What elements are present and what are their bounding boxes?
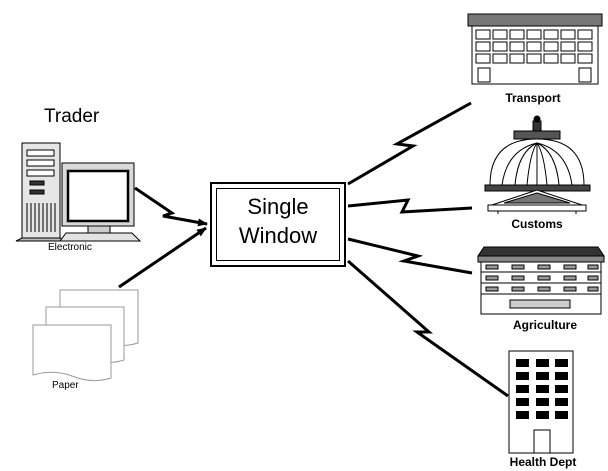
single-window-inner-border xyxy=(216,188,340,261)
paper-arrow xyxy=(118,226,207,289)
customs-building-icon xyxy=(484,115,591,214)
customs-label: Customs xyxy=(511,217,563,231)
single-window-box: Single Window xyxy=(210,182,346,267)
agriculture-label: Agriculture xyxy=(512,318,578,332)
health-lightning-link xyxy=(347,259,509,398)
single-window-label: Single Window xyxy=(212,192,344,250)
trader-label: Trader xyxy=(44,106,100,127)
electronic-lightning-arrow xyxy=(134,186,208,227)
computer-tower-icon xyxy=(15,142,67,242)
transport-label: Transport xyxy=(505,91,561,105)
customs-lightning-link xyxy=(347,198,473,214)
paper-label: Paper xyxy=(52,380,79,391)
electronic-label: Electronic xyxy=(48,242,92,253)
transport-lightning-link xyxy=(347,101,472,186)
agriculture-lightning-link xyxy=(347,237,473,275)
single-window-line-2: Window xyxy=(238,223,318,248)
health-building-icon xyxy=(508,350,574,454)
paper-documents-icon xyxy=(32,289,139,382)
agriculture-building-icon xyxy=(477,246,605,315)
transport-building-icon xyxy=(467,13,603,85)
monitor-icon xyxy=(59,162,142,242)
single-window-line-1: Single xyxy=(247,194,309,219)
health-dept-label: Health Dept xyxy=(509,455,577,469)
